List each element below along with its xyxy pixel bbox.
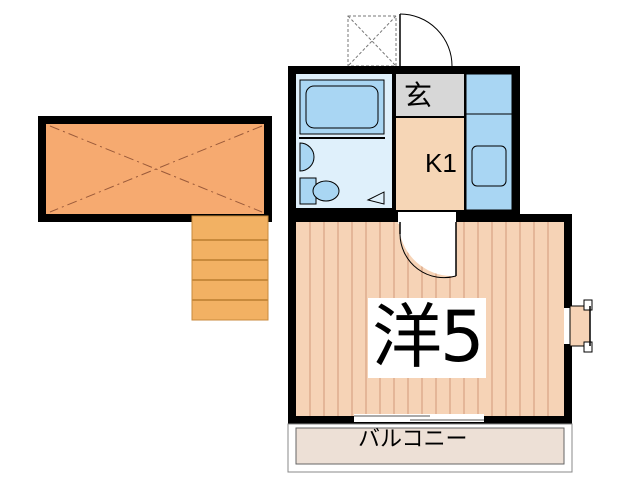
kitchen — [396, 73, 513, 211]
entrance-door — [399, 13, 453, 67]
meter-box — [347, 15, 397, 67]
balcony-label: バルコニー — [358, 427, 468, 452]
balcony-window — [354, 414, 484, 422]
genkan-label: 玄 — [404, 79, 433, 112]
kitchen-label: K1 — [425, 148, 457, 178]
western-room-label: 洋5 — [372, 296, 485, 378]
stairs — [191, 215, 269, 321]
side-window — [564, 299, 593, 353]
genkan-floor — [396, 74, 464, 116]
interior-door — [398, 212, 457, 279]
exterior-roof-area — [38, 116, 272, 222]
western-room — [296, 222, 564, 416]
bathroom — [296, 74, 392, 208]
balcony — [287, 423, 573, 473]
